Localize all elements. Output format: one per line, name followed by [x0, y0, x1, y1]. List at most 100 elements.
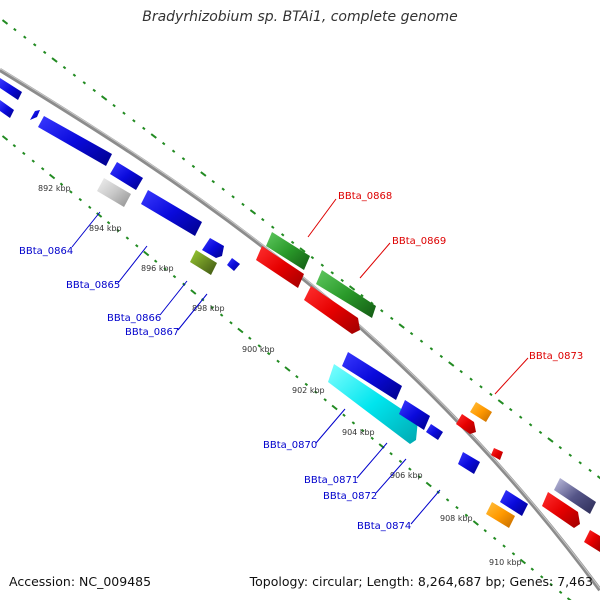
gene-arrow[interactable]: [190, 250, 217, 275]
gene-arrow[interactable]: [458, 452, 480, 474]
forward-strand-genes: [256, 232, 600, 552]
gene-arrow[interactable]: [316, 270, 376, 318]
tick-mark: [419, 339, 424, 343]
tick-mark: [549, 582, 553, 587]
tick-mark: [211, 179, 216, 184]
tick-mark: [389, 316, 394, 321]
tick-mark: [439, 354, 444, 359]
gene-arrow[interactable]: [584, 530, 600, 552]
tick-mark: [295, 375, 299, 379]
gene-arrow[interactable]: [491, 448, 503, 460]
tick-mark: [40, 167, 45, 171]
gene-label-bbta-0872[interactable]: BBta_0872: [323, 491, 377, 502]
gene-arrow[interactable]: [38, 116, 112, 166]
gene-arrow[interactable]: [30, 110, 40, 120]
tick-mark: [257, 344, 261, 348]
gene-arrow[interactable]: [328, 364, 418, 444]
tick-mark: [417, 475, 422, 479]
tick-mark: [340, 278, 344, 283]
gene-arrow[interactable]: [426, 424, 443, 440]
gene-label-bbta-0873[interactable]: BBta_0873: [529, 351, 583, 362]
tick-mark: [511, 552, 516, 556]
tick-mark: [479, 385, 483, 389]
tick-mark: [266, 351, 271, 356]
leader-line: [177, 293, 208, 331]
gene-arrow[interactable]: [97, 178, 131, 207]
tick-mark: [142, 126, 146, 131]
tick-mark: [502, 544, 506, 548]
gene-label-bbta-0869[interactable]: BBta_0869: [392, 236, 446, 247]
tick-mark: [112, 103, 116, 108]
tick-mark: [518, 415, 523, 419]
gene-arrow[interactable]: [470, 402, 492, 422]
gene-arrow[interactable]: [227, 258, 240, 271]
tick-mark: [191, 164, 196, 169]
tick-mark: [1, 19, 9, 25]
tick-mark: [101, 95, 108, 101]
tick-mark: [538, 430, 543, 435]
gene-label-bbta-0874[interactable]: BBta_0874: [357, 521, 411, 532]
gene-label-bbta-0866[interactable]: BBta_0866: [107, 313, 161, 324]
leader-line: [159, 280, 188, 316]
gene-arrow[interactable]: [304, 286, 360, 334]
tick-mark: [596, 475, 600, 480]
tick-mark: [497, 399, 504, 405]
tick-mark: [351, 421, 356, 425]
gene-label-bbta-0865[interactable]: BBta_0865: [66, 280, 120, 291]
gene-arrow[interactable]: [141, 190, 202, 236]
gene-arrow[interactable]: [0, 100, 14, 118]
tick-mark: [361, 428, 365, 433]
gene-arrow[interactable]: [399, 400, 430, 430]
tick-mark: [568, 453, 573, 457]
gene-arrow[interactable]: [456, 414, 476, 434]
tick-mark: [448, 361, 455, 367]
tick-mark: [23, 35, 27, 39]
tick-mark: [161, 141, 166, 146]
leader-line: [410, 489, 441, 525]
tick-mark: [270, 225, 275, 229]
tick-mark: [241, 202, 245, 207]
reverse-strand-genes: [0, 78, 528, 528]
tick-mark: [290, 240, 295, 245]
gene-label-bbta-0870[interactable]: BBta_0870: [263, 440, 317, 451]
gene-arrow[interactable]: [0, 78, 22, 100]
tick-mark: [42, 50, 47, 55]
tick-mark: [320, 263, 325, 267]
gene-arrow[interactable]: [542, 492, 580, 528]
tick-mark: [445, 498, 450, 502]
tick-mark: [221, 187, 225, 191]
leader-line: [375, 458, 407, 494]
tick-mark: [408, 467, 412, 471]
tick-label: 896 kbp: [141, 264, 174, 273]
tick-mark: [78, 197, 83, 202]
gene-arrow[interactable]: [554, 478, 596, 514]
tick-mark: [276, 359, 280, 363]
tick-mark: [82, 81, 87, 85]
tick-mark: [299, 247, 306, 253]
gene-label-bbta-0867[interactable]: BBta_0867: [125, 327, 179, 338]
tick-mark: [88, 205, 92, 209]
tick-mark: [547, 437, 554, 443]
tick-mark: [588, 468, 592, 473]
tick-mark: [519, 558, 527, 565]
tick-mark: [472, 520, 479, 526]
tick-label: 910 kbp: [489, 558, 522, 567]
gene-arrow[interactable]: [202, 238, 224, 258]
tick-mark: [22, 151, 26, 156]
gene-label-bbta-0871[interactable]: BBta_0871: [304, 475, 358, 486]
gene-arrow[interactable]: [256, 246, 304, 288]
gene-arrow[interactable]: [342, 352, 402, 400]
gene-arrow[interactable]: [266, 232, 310, 270]
gene-arrow[interactable]: [486, 502, 515, 528]
tick-mark: [304, 382, 309, 387]
gene-label-bbta-0868[interactable]: BBta_0868: [338, 191, 392, 202]
gene-label-bbta-0864[interactable]: BBta_0864: [19, 246, 73, 257]
tick-mark: [370, 436, 374, 440]
tick-mark: [92, 88, 97, 93]
label-leader-lines: [71, 198, 529, 525]
tick-mark: [62, 65, 67, 70]
leader-line: [359, 242, 391, 279]
tick-labels: 892 kbp 894 kbp 896 kbp 898 kbp 900 kbp …: [38, 184, 522, 567]
gene-arrow[interactable]: [500, 490, 528, 516]
gene-arrow[interactable]: [110, 162, 143, 190]
